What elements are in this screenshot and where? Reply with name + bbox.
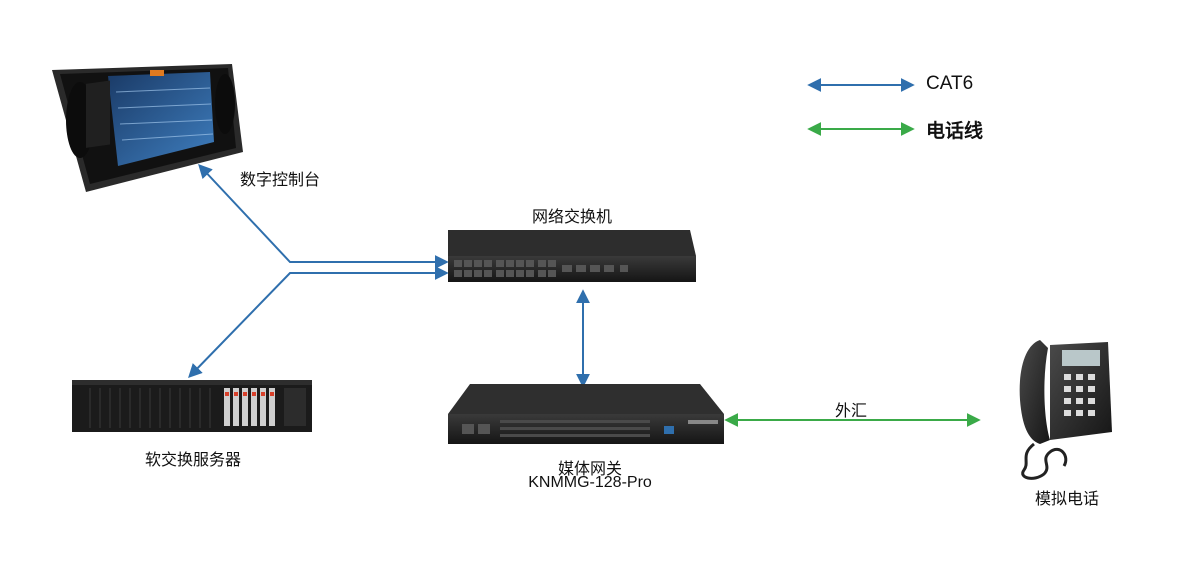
- softswitch-server-device: [72, 380, 312, 432]
- phone-label: 模拟电话: [1035, 489, 1100, 508]
- digital-console-device: [52, 64, 243, 192]
- trunk-link-label: 外汇: [834, 401, 868, 420]
- link-console-switch: [198, 163, 449, 269]
- legend-cat6-label: CAT6: [926, 73, 974, 94]
- gateway-label-model: KNMMG-128-Pro: [528, 474, 652, 491]
- analog-phone-device: [1019, 340, 1112, 480]
- console-label: 数字控制台: [240, 170, 321, 189]
- server-label: 软交换服务器: [144, 450, 242, 469]
- gateway-label-name: 媒体网关: [557, 459, 623, 478]
- link-server-switch: [188, 266, 449, 379]
- switch-label: 网络交换机: [531, 207, 613, 226]
- network-switch-device: [448, 230, 696, 282]
- legend-phone-label: 电话线: [926, 121, 984, 142]
- media-gateway-device: [448, 384, 724, 444]
